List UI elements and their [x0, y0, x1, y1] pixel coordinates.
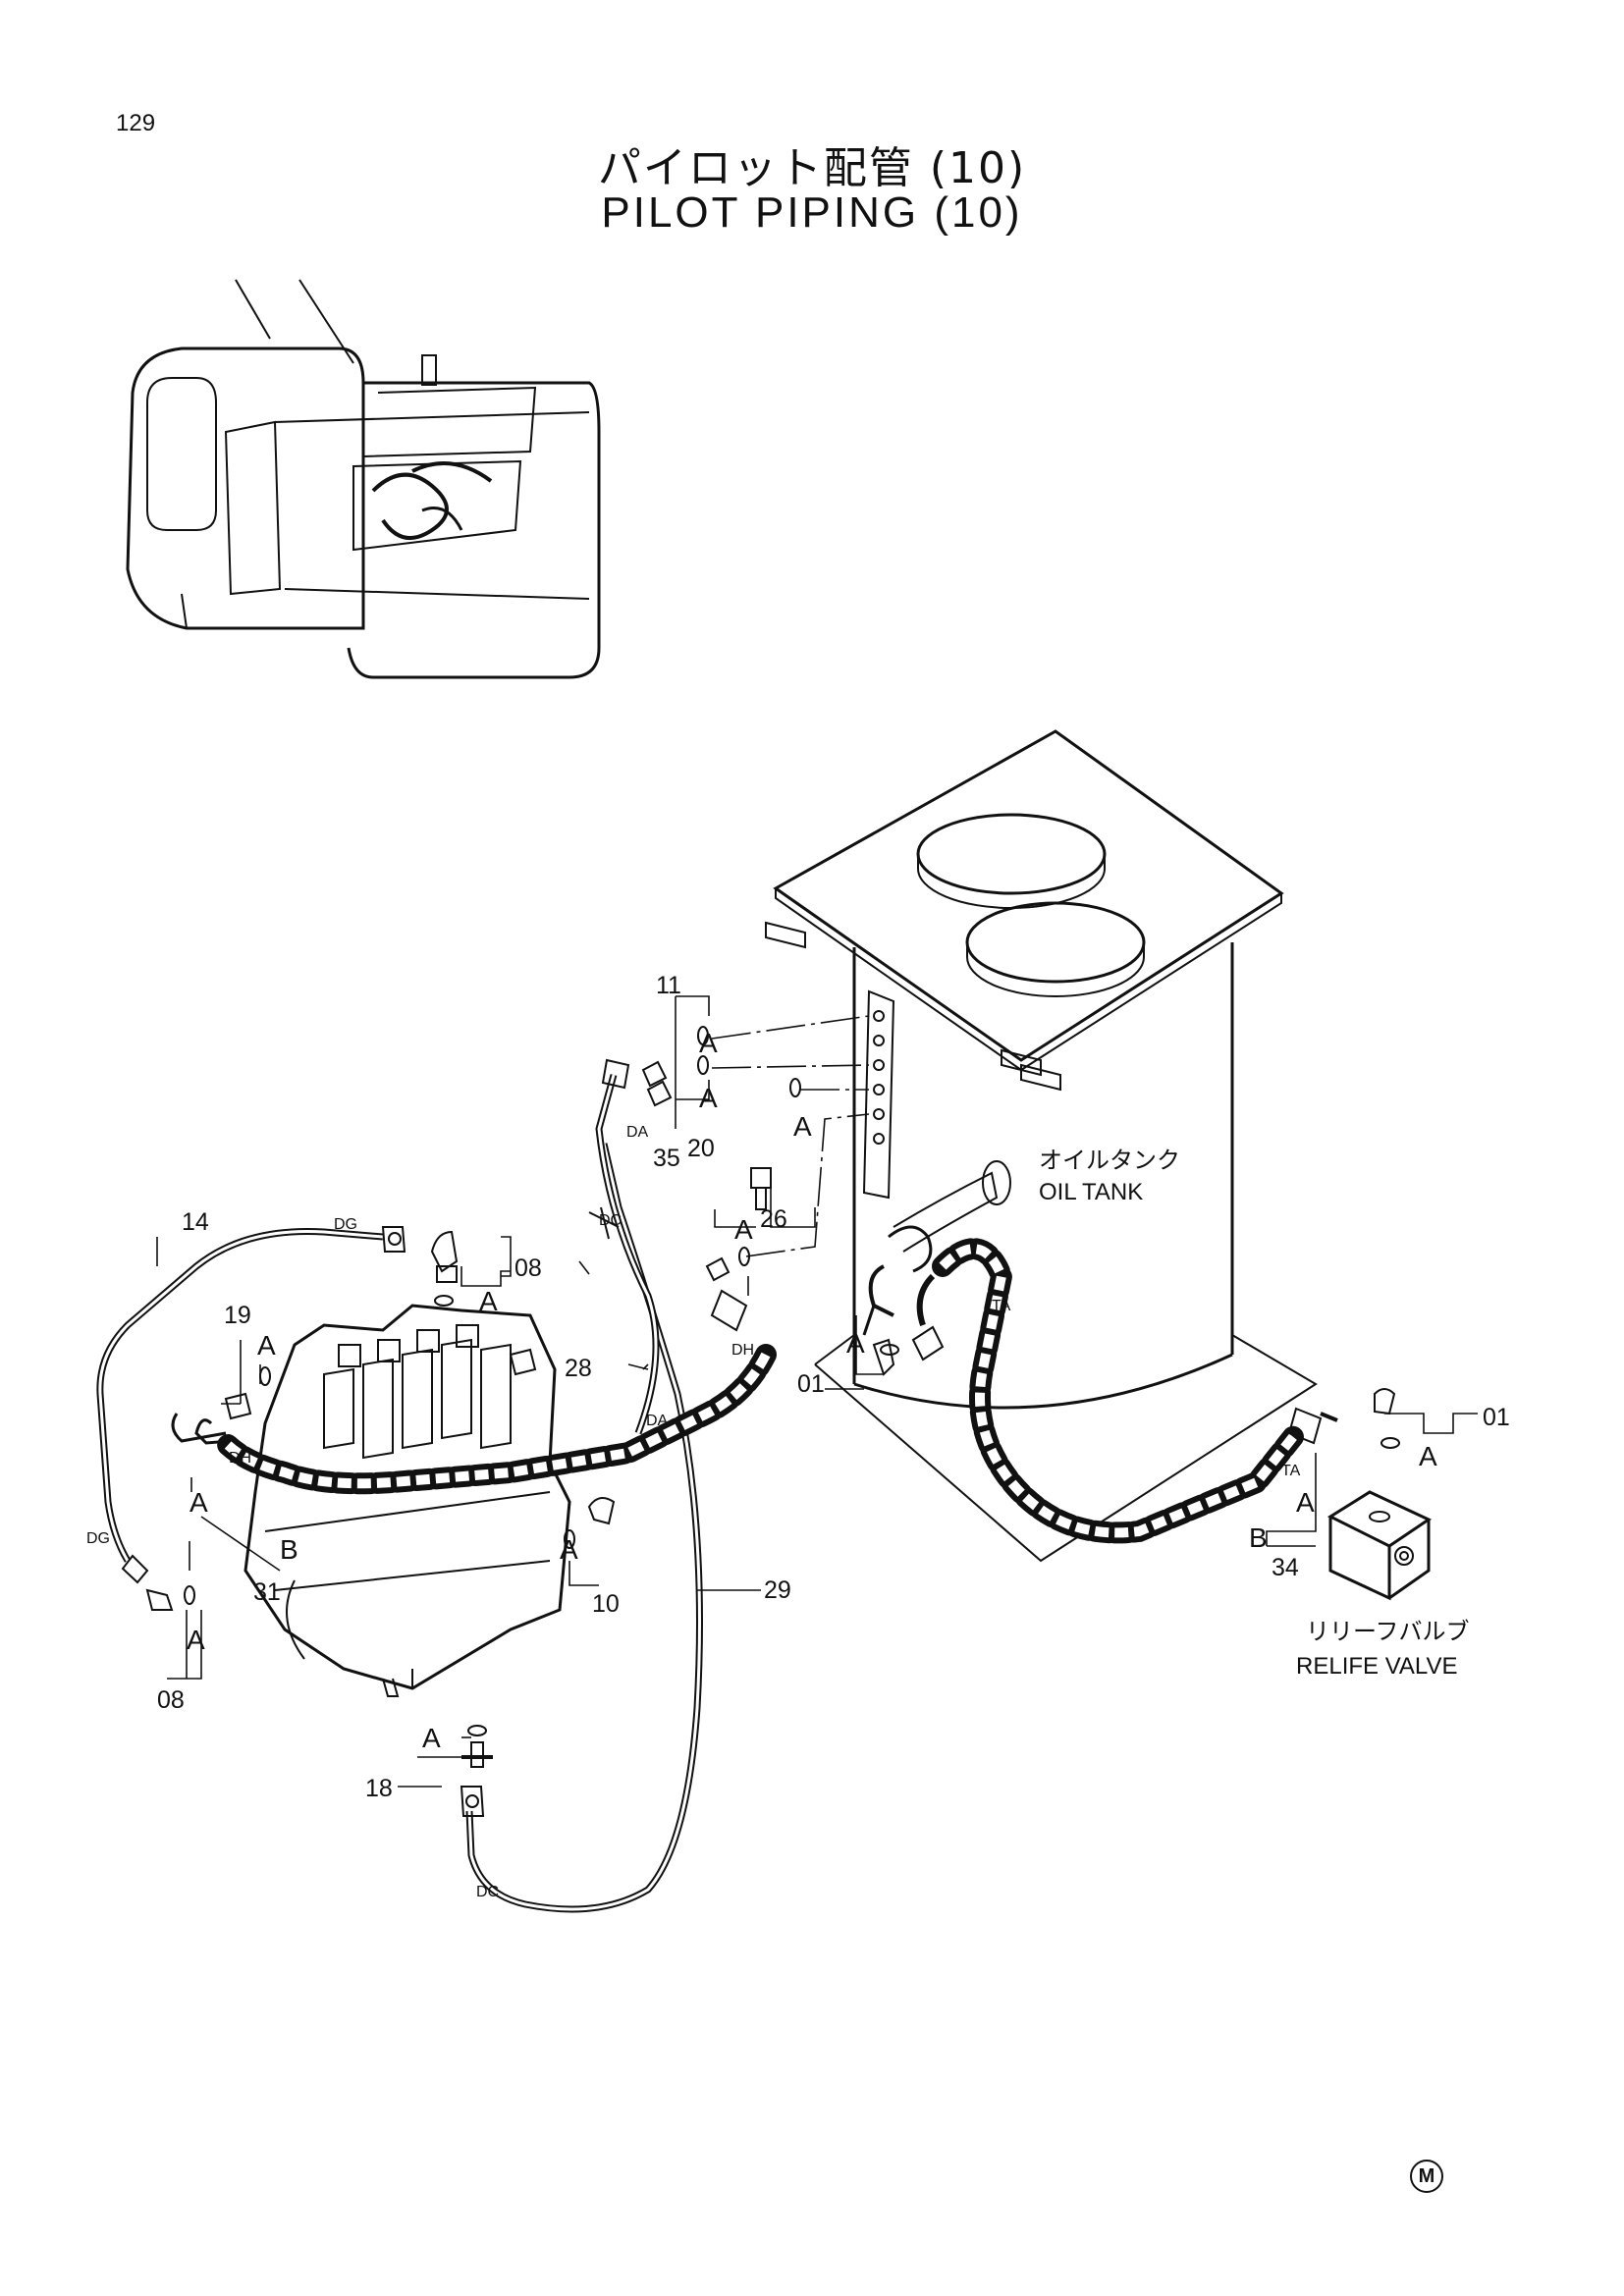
callout-14: 14 — [182, 1208, 209, 1236]
machine-overview — [126, 279, 601, 679]
marker-a: A — [846, 1328, 865, 1359]
callout-34: 34 — [1272, 1554, 1299, 1581]
relief-valve-block — [1326, 1490, 1433, 1601]
hose-tag-dc-lower: DC — [476, 1884, 499, 1900]
marker-b: B — [1249, 1522, 1268, 1553]
marker-a: A — [1419, 1441, 1437, 1471]
marker-letters: A A A A A A A A A A A A A B B — [187, 1028, 1437, 1753]
callout-31: 31 — [253, 1578, 281, 1606]
hose-tag-dh-valve: DH — [229, 1450, 251, 1467]
callout-08: 08 — [514, 1255, 542, 1282]
callout-28: 28 — [565, 1355, 592, 1382]
footer-m-mark: M — [1410, 2160, 1443, 2193]
hose-tag-ta-valve: TA — [1281, 1463, 1301, 1479]
marker-a: A — [479, 1286, 498, 1316]
hose-tags: DG DG DA DA DC DC DH DH TA TA — [86, 1124, 1301, 1900]
control-valve — [171, 1304, 571, 1697]
marker-a: A — [699, 1083, 718, 1113]
leader-lines — [156, 995, 1478, 1788]
marker-a: A — [422, 1723, 441, 1753]
oil-tank-label-jp: オイルタンク — [1039, 1148, 1180, 1174]
callout-08: 08 — [157, 1686, 185, 1714]
component-labels: オイルタンク OIL TANK リリーフバルブ RELIFE VALVE — [1039, 1148, 1470, 1680]
fittings — [145, 1060, 1396, 1768]
oil-tank-label-en: OIL TANK — [1039, 1179, 1143, 1205]
hose-tag-dc-upper: DC — [599, 1212, 622, 1229]
hose-tag-da-upper: DA — [626, 1124, 649, 1141]
o-rings — [184, 1026, 1400, 1736]
marker-a: A — [187, 1625, 205, 1655]
relief-valve-label-jp: リリーフバルブ — [1306, 1619, 1470, 1645]
page-number: 129 — [116, 110, 156, 136]
marker-a: A — [734, 1214, 753, 1245]
hose-tag-dh-tank: DH — [731, 1342, 754, 1359]
marker-a: A — [257, 1330, 276, 1361]
callout-20: 20 — [687, 1135, 715, 1162]
marker-a: A — [560, 1534, 578, 1565]
oil-tank — [765, 729, 1318, 1563]
callout-10: 10 — [592, 1590, 620, 1618]
callout-01: 01 — [797, 1370, 825, 1398]
callout-26: 26 — [760, 1205, 787, 1233]
marker-a: A — [189, 1487, 208, 1518]
relief-valve-label-en: RELIFE VALVE — [1296, 1653, 1458, 1680]
callout-01: 01 — [1483, 1404, 1510, 1431]
marker-a: A — [1296, 1487, 1315, 1518]
callout-35: 35 — [653, 1145, 680, 1172]
callout-29: 29 — [764, 1576, 791, 1604]
page-title-jp: パイロット配管 (10) — [597, 143, 1027, 193]
marker-a: A — [699, 1028, 718, 1058]
page-title-en: PILOT PIPING (10) — [601, 188, 1023, 237]
callout-19: 19 — [224, 1302, 251, 1329]
hose-tag-ta-tank: TA — [992, 1298, 1011, 1314]
marker-b: B — [280, 1534, 298, 1565]
marker-a: A — [793, 1111, 812, 1142]
hose-tag-dg-top: DG — [334, 1216, 357, 1233]
hose-tag-da-lower: DA — [646, 1413, 669, 1429]
pilot-hoses — [96, 1058, 1338, 1913]
callout-11: 11 — [656, 972, 681, 999]
hose-tag-dg-left: DG — [86, 1530, 110, 1547]
part-callouts: 11 35 20 26 14 08 19 28 01 01 10 29 31 0… — [157, 972, 1510, 1802]
callout-18: 18 — [365, 1775, 393, 1802]
